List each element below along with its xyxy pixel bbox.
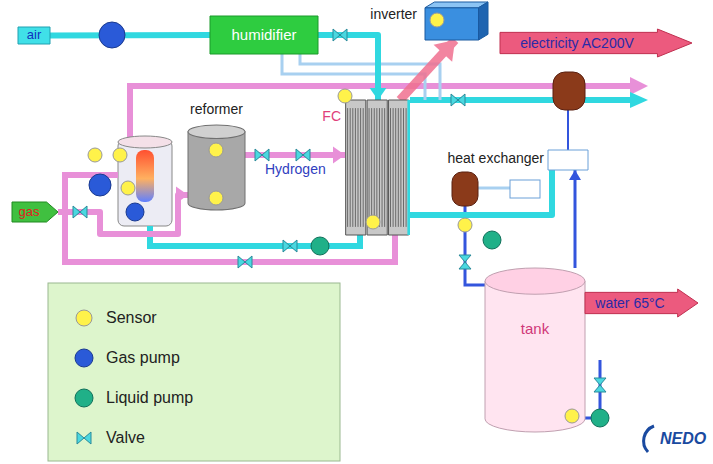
node-label: humidifier xyxy=(231,26,296,43)
sensor-symbol xyxy=(565,409,579,423)
liquid-pump-symbol xyxy=(483,231,501,249)
inverter-box: inverter xyxy=(425,2,488,40)
heat-exchanger-box: heat exchanger xyxy=(548,150,588,170)
pipe-line xyxy=(58,195,188,234)
valve-symbol xyxy=(255,149,269,161)
gas-inlet: gas xyxy=(12,202,58,222)
node-label: gas xyxy=(19,205,40,220)
arrow-head xyxy=(569,170,581,180)
cyan-pipe xyxy=(410,92,648,108)
electricity-arrow: electricity AC200V xyxy=(500,29,692,57)
valve-symbol xyxy=(459,255,471,269)
sensor-symbol xyxy=(338,89,352,103)
pipe-line xyxy=(410,170,552,215)
sensor-symbol xyxy=(113,148,127,162)
sensor-symbol xyxy=(209,191,223,205)
node-label: air xyxy=(27,28,41,43)
valve-symbol xyxy=(451,94,465,106)
node-label: water 65°C xyxy=(595,295,664,311)
node-label: electricity AC200V xyxy=(520,35,634,51)
node-label: reformer xyxy=(148,101,285,117)
node-label: FC xyxy=(322,108,341,124)
node-label: heat exchanger xyxy=(447,150,544,166)
air-inlet: air xyxy=(18,27,50,44)
pipe-connector xyxy=(410,170,552,215)
node-label: tank xyxy=(521,320,549,337)
pipe-connector xyxy=(318,35,386,100)
liquid-pump-symbol xyxy=(311,237,329,255)
pipe-connector xyxy=(58,187,188,234)
pipe-connector xyxy=(50,35,210,37)
pipe-line xyxy=(400,40,455,100)
inverter-box-shape xyxy=(425,2,488,40)
gas-pump-symbol xyxy=(126,203,144,221)
liquid-pump-symbol xyxy=(591,409,609,427)
arrow-head xyxy=(434,40,455,62)
arrow-head xyxy=(333,147,345,164)
logo-text: NEDO xyxy=(660,430,706,448)
valve-symbol xyxy=(73,206,87,218)
valve-symbol xyxy=(594,378,606,392)
pipe-line xyxy=(245,152,345,158)
pipe-connector xyxy=(569,170,581,268)
cyan-pipe xyxy=(150,226,360,246)
valve-symbol xyxy=(296,149,310,161)
humidifier-box: humidifier xyxy=(210,16,318,54)
reformer-cylinder: reformer xyxy=(188,125,245,210)
logo-arc xyxy=(644,426,654,452)
legend-text: Liquid pump xyxy=(106,388,193,408)
valve-symbol xyxy=(333,29,347,41)
legend-text: Gas pump xyxy=(106,348,180,368)
hot-water-tank: tank xyxy=(485,268,585,432)
fuel-cell-stack-shape xyxy=(345,100,410,235)
gas-pump-symbol xyxy=(89,174,111,196)
heat-exchanger-box-shape xyxy=(548,150,588,170)
node-label: inverter xyxy=(370,6,417,22)
pipe-line xyxy=(50,32,210,39)
legend-text: Valve xyxy=(106,428,145,448)
sensor-symbol xyxy=(366,215,380,229)
sensor-symbol xyxy=(88,148,102,162)
fuel-cell-stack: FC xyxy=(345,100,410,235)
sensor-symbol xyxy=(430,13,444,27)
edge-label: Hydrogen xyxy=(263,161,328,177)
legend-panel xyxy=(48,283,340,461)
arrow-head xyxy=(176,187,188,204)
hot-water-tank-shape xyxy=(485,268,585,432)
water-outlet-arrow: water 65°C xyxy=(585,289,698,317)
valve-symbol xyxy=(283,240,297,252)
pipe-line xyxy=(318,35,378,100)
sensor-symbol xyxy=(458,218,472,232)
legend-text: Sensor xyxy=(106,308,157,328)
sensor-symbol xyxy=(209,143,223,157)
sensor-symbol xyxy=(121,181,135,195)
gas-pump-symbol xyxy=(99,22,125,48)
pipe-connector xyxy=(400,40,455,100)
burner-housing xyxy=(118,136,172,226)
arrow-head xyxy=(370,88,387,100)
valve-symbol xyxy=(238,256,252,268)
reformer-cylinder-shape xyxy=(188,125,245,210)
pipe-line xyxy=(574,170,577,268)
